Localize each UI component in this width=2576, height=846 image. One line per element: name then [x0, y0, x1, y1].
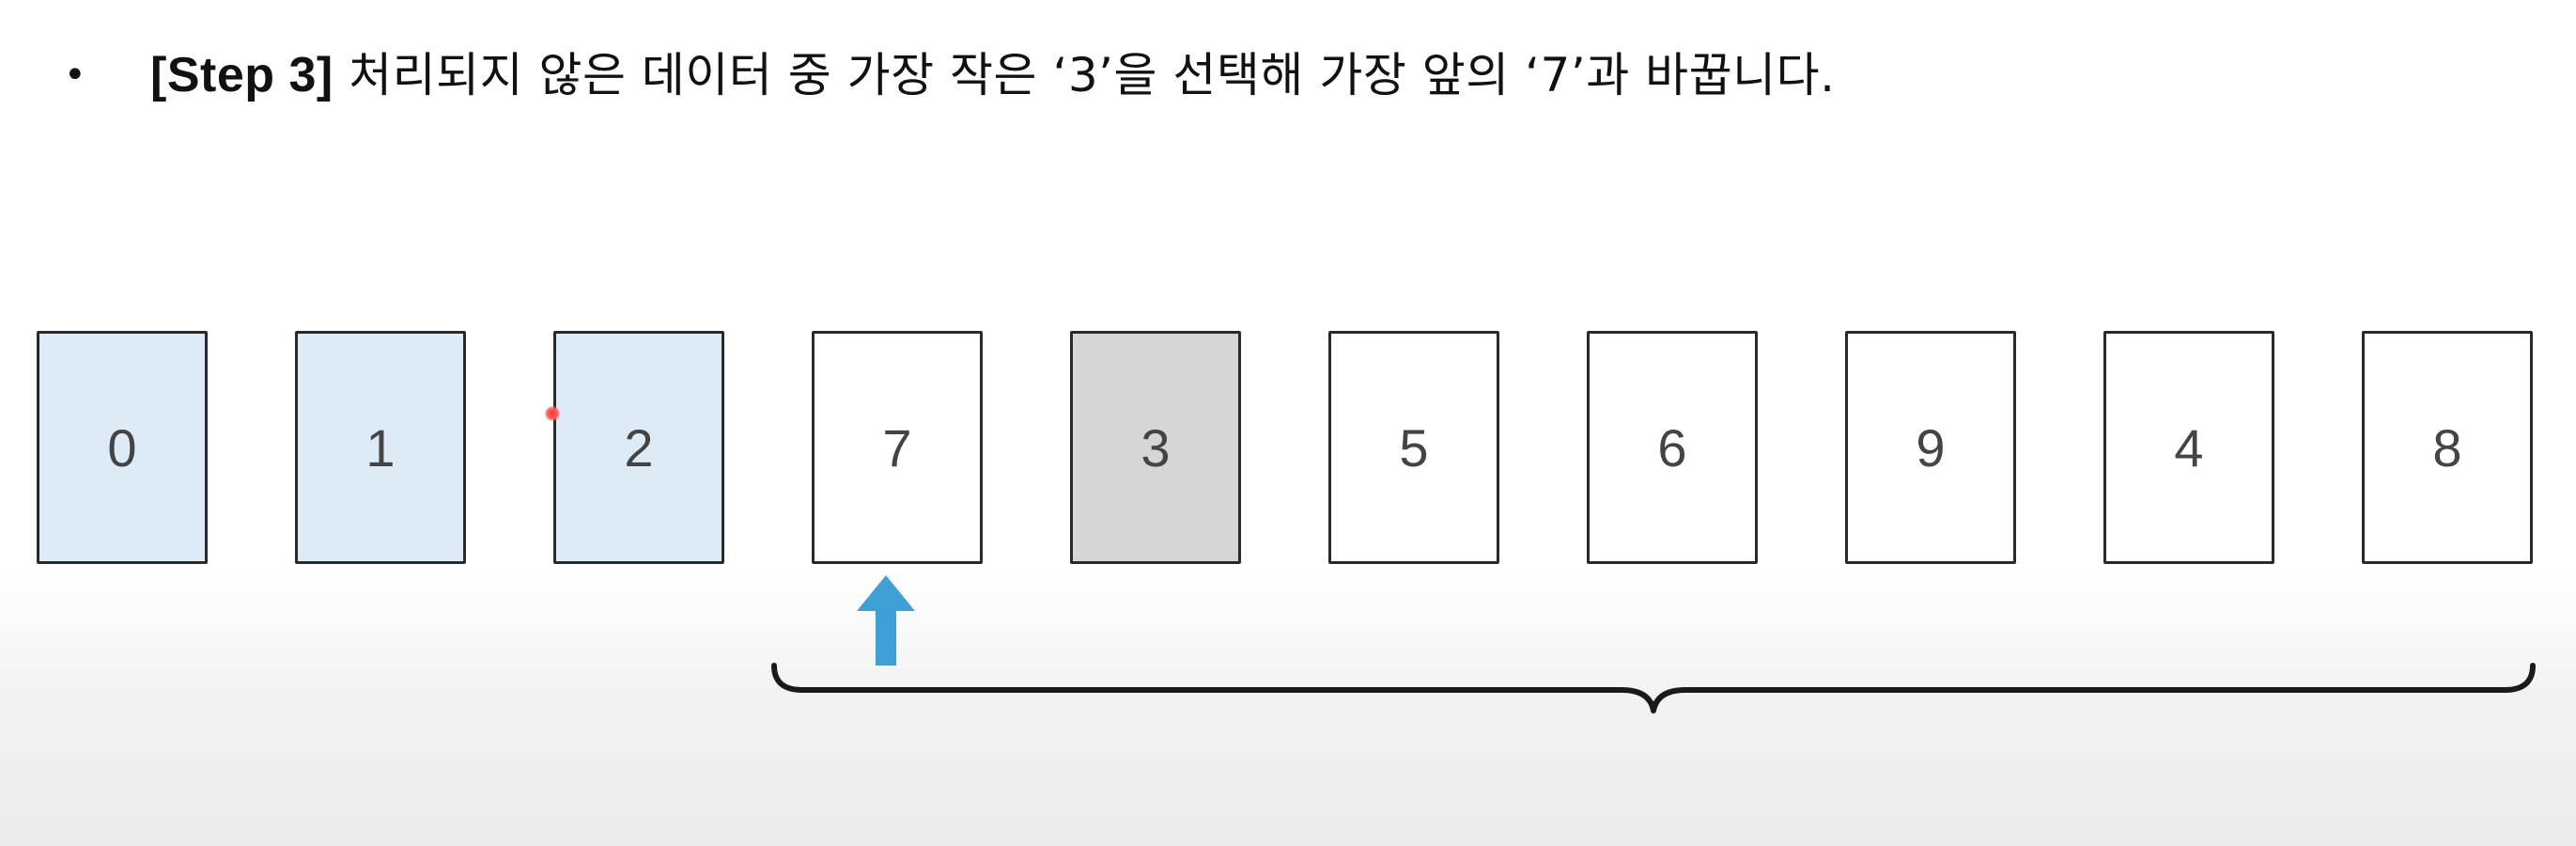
array-card: 6 [1587, 331, 1758, 564]
array-card: 5 [1328, 331, 1499, 564]
card-value: 7 [882, 417, 912, 478]
card-value: 0 [107, 417, 137, 478]
card-value: 2 [624, 417, 654, 478]
step-label: [Step 3] [150, 48, 334, 102]
step-description: [Step 3] 처리되지 않은 데이터 중 가장 작은 ‘3’을 선택해 가장… [150, 45, 1836, 105]
card-value: 6 [1657, 417, 1687, 478]
arrow-up-icon [857, 575, 915, 666]
card-value: 3 [1141, 417, 1171, 478]
array-card: 4 [2103, 331, 2274, 564]
card-value: 4 [2174, 417, 2204, 478]
array-card: 8 [2362, 331, 2533, 564]
array-card: 2 [553, 331, 724, 564]
card-value: 1 [365, 417, 396, 478]
step-heading: • [Step 3] 처리되지 않은 데이터 중 가장 작은 ‘3’을 선택해 … [0, 21, 2576, 115]
laser-pointer-dot [545, 406, 560, 421]
array-card-selected: 3 [1070, 331, 1241, 564]
bullet-icon: • [64, 54, 86, 97]
array-card: 1 [295, 331, 466, 564]
step-text: 처리되지 않은 데이터 중 가장 작은 ‘3’을 선택해 가장 앞의 ‘7’과 … [333, 48, 1836, 102]
array-card: 0 [37, 331, 208, 564]
curly-brace-icon [771, 663, 2536, 713]
card-value: 5 [1399, 417, 1429, 478]
card-value: 9 [1916, 417, 1946, 478]
array-card-current: 7 [812, 331, 983, 564]
card-value: 8 [2432, 417, 2462, 478]
array-card: 9 [1845, 331, 2016, 564]
